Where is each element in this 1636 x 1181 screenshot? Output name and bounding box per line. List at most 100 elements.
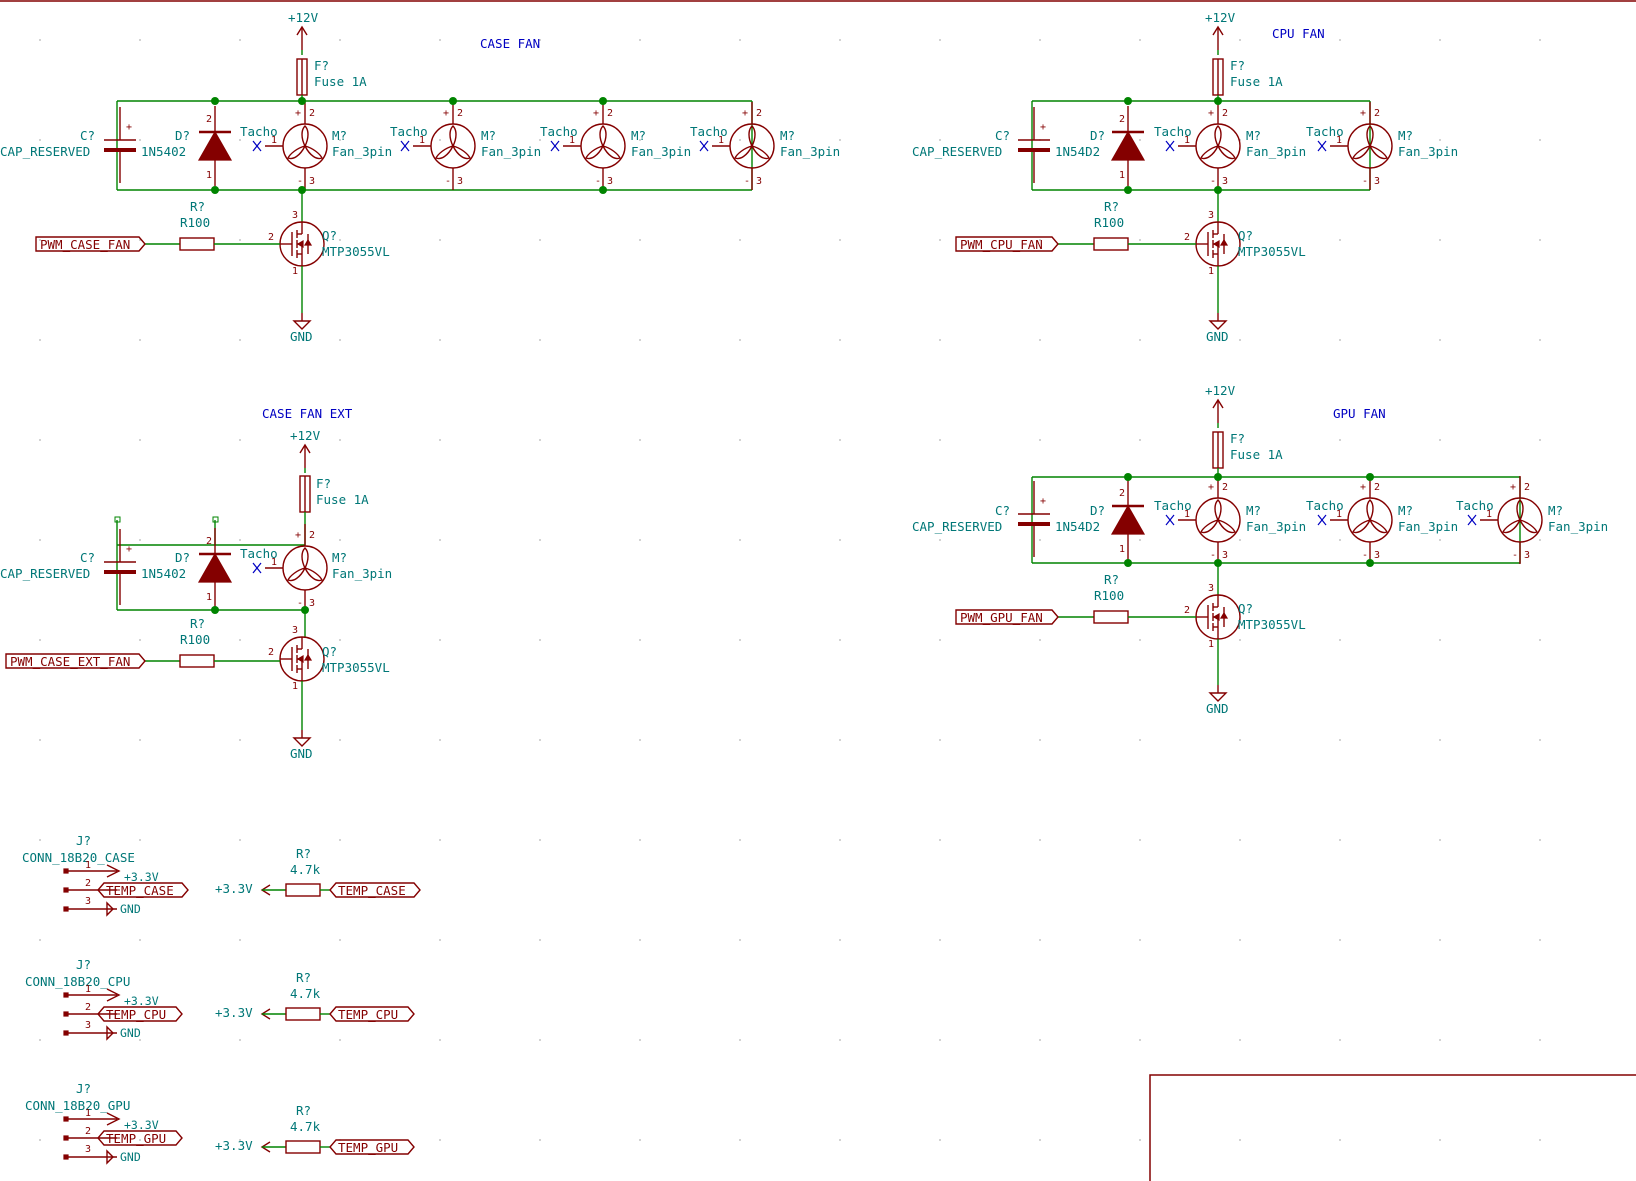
grid-dot [739,839,741,841]
net-label-temp: TEMP_GPU [338,1140,398,1155]
grid-dot [339,339,341,341]
grid-dot [1239,339,1241,341]
grid-dot [39,439,41,441]
connector-ref: J? [76,957,91,972]
mosfet-symbol [267,624,325,693]
grid-dot [139,539,141,541]
diode-symbol [197,526,233,610]
grid-dot [39,639,41,641]
fan-ref: M? [481,128,496,143]
mosfet-ref: Q? [322,644,337,659]
grid-dot [1339,39,1341,41]
grid-dot [539,139,541,141]
grid-dot [839,139,841,141]
fan-value: Fan_3pin [332,566,392,581]
power-symbol-12v [1212,399,1224,424]
grid-dot [1239,739,1241,741]
grid-dot [639,839,641,841]
grid-dot [439,739,441,741]
grid-dot [1139,639,1141,641]
grid-dot [239,639,241,641]
power-label-3v3: +3.3V [124,1118,159,1132]
net-label-pwm: PWM_CPU_FAN [960,237,1043,252]
grid-dot [1039,839,1041,841]
fan-value: Fan_3pin [1398,144,1458,159]
power-label-3v3: +3.3V [215,881,253,896]
fuse-symbol [1212,431,1224,469]
resistor-value: R100 [180,215,210,230]
fan-symbol [699,101,775,191]
grid-dot [1139,839,1141,841]
grid-dot [1539,639,1541,641]
grid-dot [1139,939,1141,941]
fan-value: Fan_3pin [1246,519,1306,534]
grid-dot [1139,1039,1141,1041]
grid-dot [839,1139,841,1141]
pullup-resistor-symbol [285,883,321,897]
grid-dot [239,339,241,341]
diode-symbol [197,104,233,188]
grid-dot [1039,39,1041,41]
grid-dot [139,139,141,141]
fuse-symbol [296,58,308,96]
grid-dot [39,39,41,41]
grid-dot [439,139,441,141]
grid-dot [739,639,741,641]
grid-dot [1139,339,1141,341]
grid-dot [1539,139,1541,141]
grid-dot [739,939,741,941]
grid-dot [639,539,641,541]
grid-dot [539,339,541,341]
grid-dot [339,839,341,841]
diode-ref: D? [175,550,190,565]
grid-dot [639,139,641,141]
net-label-temp: TEMP_CASE [338,883,406,898]
pullup-resistor-symbol [285,1140,321,1154]
grid-dot [1339,239,1341,241]
power-symbol-12v [296,26,308,51]
grid-dot [1539,939,1541,941]
fuse-symbol [299,475,311,513]
grid-dot [1539,539,1541,541]
grid-dot [1039,939,1041,941]
grid-dot [1539,239,1541,241]
fan-ref: M? [332,550,347,565]
grid-dot [1039,639,1041,641]
title-block-frame [1149,1074,1636,1181]
grid-dot [139,839,141,841]
grid-dot [39,1039,41,1041]
grid-dot [639,39,641,41]
resistor-symbol [1093,610,1129,624]
pullup-ref: R? [296,1103,311,1118]
grid-dot [339,439,341,441]
mosfet-value: MTP3055VL [1238,244,1306,259]
fan-ref: M? [1246,128,1261,143]
grid-dot [339,39,341,41]
grid-dot [239,139,241,141]
grid-dot [1439,239,1441,241]
ground-symbol [1209,312,1227,330]
resistor-ref: R? [190,616,205,631]
diode-value: 1N54D2 [1055,144,1100,159]
grid-dot [1039,1039,1041,1041]
pullup-value: 4.7k [290,1119,321,1134]
grid-dot [1339,439,1341,441]
grid-dot [839,1039,841,1041]
grid-dot [539,539,541,541]
grid-dot [339,739,341,741]
diode-ref: D? [1090,128,1105,143]
grid-dot [739,339,741,341]
fan-pin-label: Tacho [1456,498,1494,513]
connector-value: CONN_18B20_CPU [25,974,130,989]
mosfet-value: MTP3055VL [1238,617,1306,632]
capacitor-symbol [1016,479,1052,559]
power-label-12v: +12V [1205,383,1236,398]
section-title-gpu-fan: GPU FAN [1333,406,1386,421]
grid-dot [539,1039,541,1041]
grid-dot [539,439,541,441]
grid-dot [1539,39,1541,41]
grid-dot [439,1139,441,1141]
grid-dot [439,339,441,341]
fan-symbol [1317,475,1393,565]
grid-dot [939,639,941,641]
